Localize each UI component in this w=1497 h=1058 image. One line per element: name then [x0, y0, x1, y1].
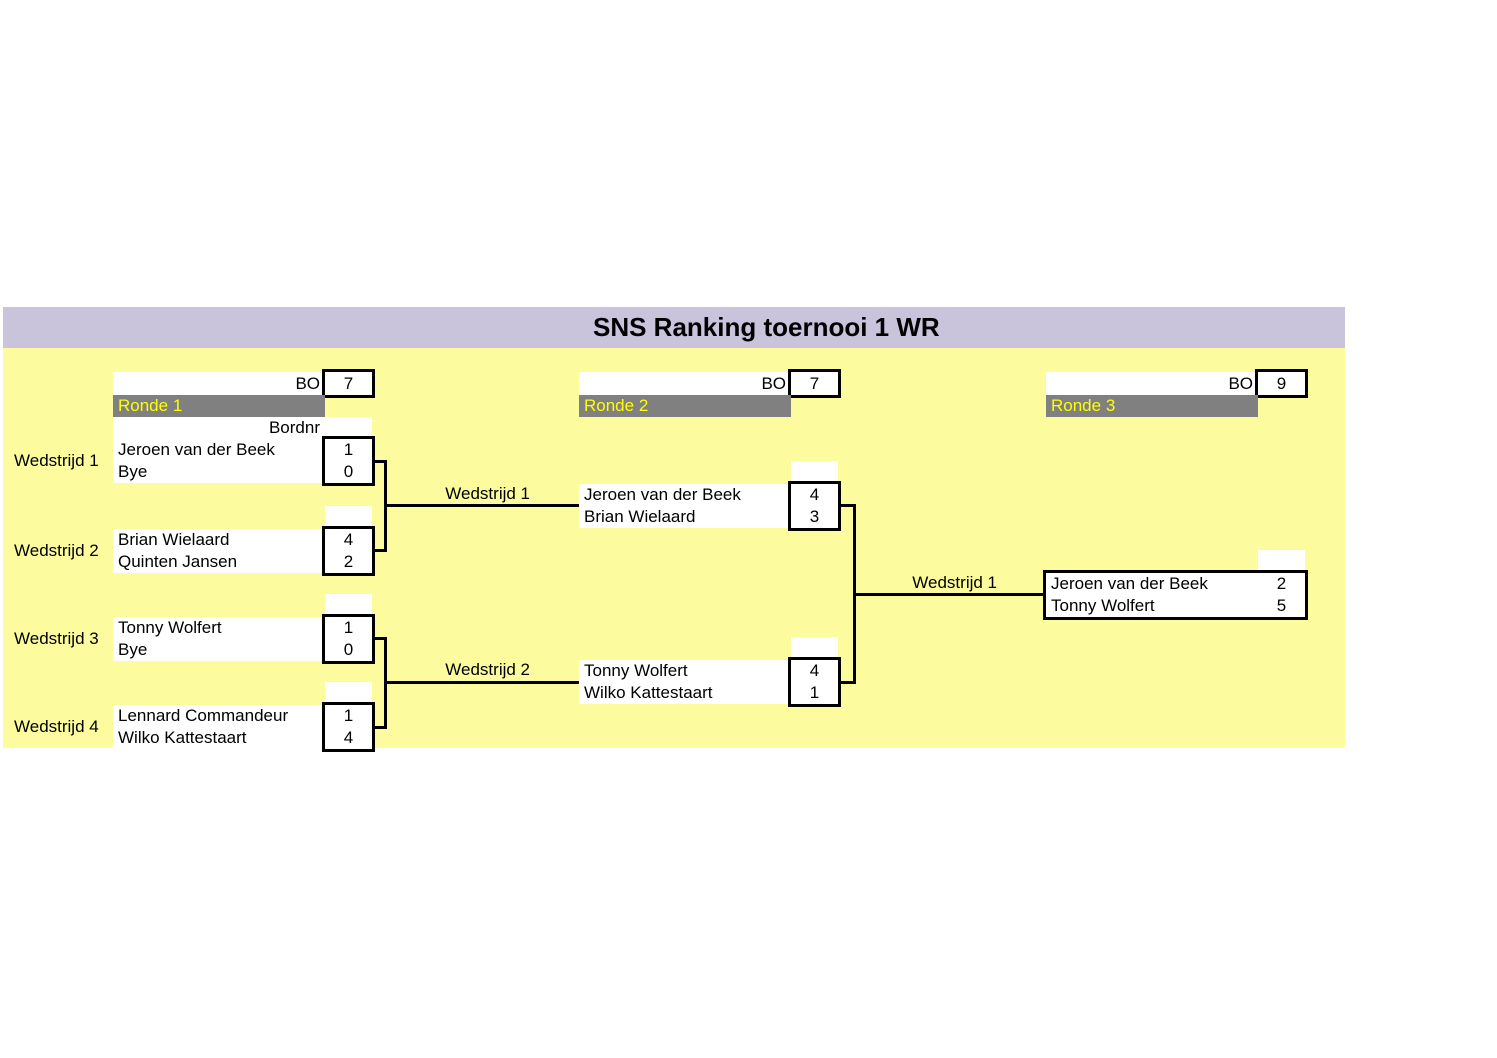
bordnr-cell: Bordnr — [113, 417, 372, 439]
score-box: 4 3 — [788, 481, 841, 531]
player-name: Bye — [118, 462, 148, 481]
player-score: 1 — [343, 440, 354, 459]
player-score: 0 — [343, 640, 354, 659]
title-bar — [3, 307, 1345, 348]
player-name: Jeroen van der Beek — [118, 440, 275, 459]
bracket-line — [841, 504, 855, 507]
board-number-cell — [791, 637, 838, 659]
bo-value-box: 7 — [322, 369, 375, 398]
player-score: 4 — [809, 485, 820, 504]
board-number-cell — [325, 682, 372, 704]
match-label: Wedstrijd 4 — [14, 717, 99, 736]
board-number-cell — [325, 594, 372, 616]
bordnr-label: Bordnr — [268, 418, 320, 437]
page-title: SNS Ranking toernooi 1 WR — [593, 312, 940, 342]
bo-value-box: 7 — [788, 369, 841, 398]
board-number-cell — [791, 461, 838, 483]
player-name: Quinten Jansen — [118, 552, 238, 571]
player-name: Tonny Wolfert — [1051, 596, 1155, 615]
player-score: 4 — [343, 728, 354, 747]
player-name: Wilko Kattestaart — [118, 728, 247, 747]
player-score: 1 — [343, 618, 354, 637]
match-label: Wedstrijd 1 — [14, 451, 99, 470]
player-name: Tonny Wolfert — [584, 661, 688, 680]
bracket-line — [372, 637, 386, 640]
bracket-line — [372, 726, 386, 729]
player-name-cell: Jeroen van der Beek Bye — [113, 439, 325, 483]
board-number-cell — [1258, 550, 1305, 572]
player-name: Lennard Commandeur — [118, 706, 289, 725]
bracket-line — [384, 681, 579, 684]
bo-value-box: 9 — [1255, 369, 1308, 398]
match-label: Wedstrijd 2 — [445, 660, 530, 679]
match-label: Wedstrijd 2 — [14, 541, 99, 560]
player-name: Brian Wielaard — [584, 507, 696, 526]
player-name-cell: Lennard Commandeur Wilko Kattestaart — [113, 705, 325, 749]
score-box: 1 4 — [322, 702, 375, 752]
player-name-cell: Brian Wielaard Quinten Jansen — [113, 529, 325, 573]
player-name: Tonny Wolfert — [118, 618, 222, 637]
player-score: 2 — [1276, 574, 1287, 593]
score-box: 1 0 — [322, 614, 375, 664]
player-score: 4 — [343, 530, 354, 549]
player-score: 5 — [1276, 596, 1287, 615]
final-match-box: Jeroen van der Beek 2 Tonny Wolfert 5 — [1043, 570, 1308, 620]
bracket-line — [853, 593, 1043, 596]
score-box: 4 2 — [322, 526, 375, 576]
player-score: 1 — [809, 683, 820, 702]
player-name: Jeroen van der Beek — [1051, 574, 1208, 593]
player-name: Bye — [118, 640, 148, 659]
bo-label-cell: BO — [113, 372, 325, 395]
player-score: 3 — [809, 507, 820, 526]
bo-label-cell: BO — [579, 372, 791, 395]
bracket-line — [384, 504, 579, 507]
player-score: 2 — [343, 552, 354, 571]
score-box: 1 0 — [322, 436, 375, 486]
round-header-ronde-3: Ronde 3 — [1046, 395, 1258, 417]
bracket-line — [372, 460, 386, 463]
round-header-ronde-2: Ronde 2 — [579, 395, 791, 417]
round-header-ronde-1: Ronde 1 — [113, 395, 325, 417]
player-name: Jeroen van der Beek — [584, 485, 741, 504]
player-name-cell: Jeroen van der Beek Brian Wielaard — [579, 484, 791, 528]
match-label: Wedstrijd 3 — [14, 629, 99, 648]
bracket-line — [372, 549, 386, 552]
player-score: 1 — [343, 706, 354, 725]
bracket-line — [841, 681, 855, 684]
player-name-cell: Tonny Wolfert Bye — [113, 617, 325, 661]
match-label: Wedstrijd 1 — [445, 484, 530, 503]
player-score: 4 — [809, 661, 820, 680]
score-box: 4 1 — [788, 657, 841, 707]
bo-label-cell: BO — [1046, 372, 1258, 395]
player-name: Wilko Kattestaart — [584, 683, 713, 702]
player-name: Brian Wielaard — [118, 530, 230, 549]
board-number-cell — [325, 506, 372, 528]
player-score: 0 — [343, 462, 354, 481]
match-label: Wedstrijd 1 — [912, 573, 997, 592]
player-name-cell: Tonny Wolfert Wilko Kattestaart — [579, 660, 791, 704]
